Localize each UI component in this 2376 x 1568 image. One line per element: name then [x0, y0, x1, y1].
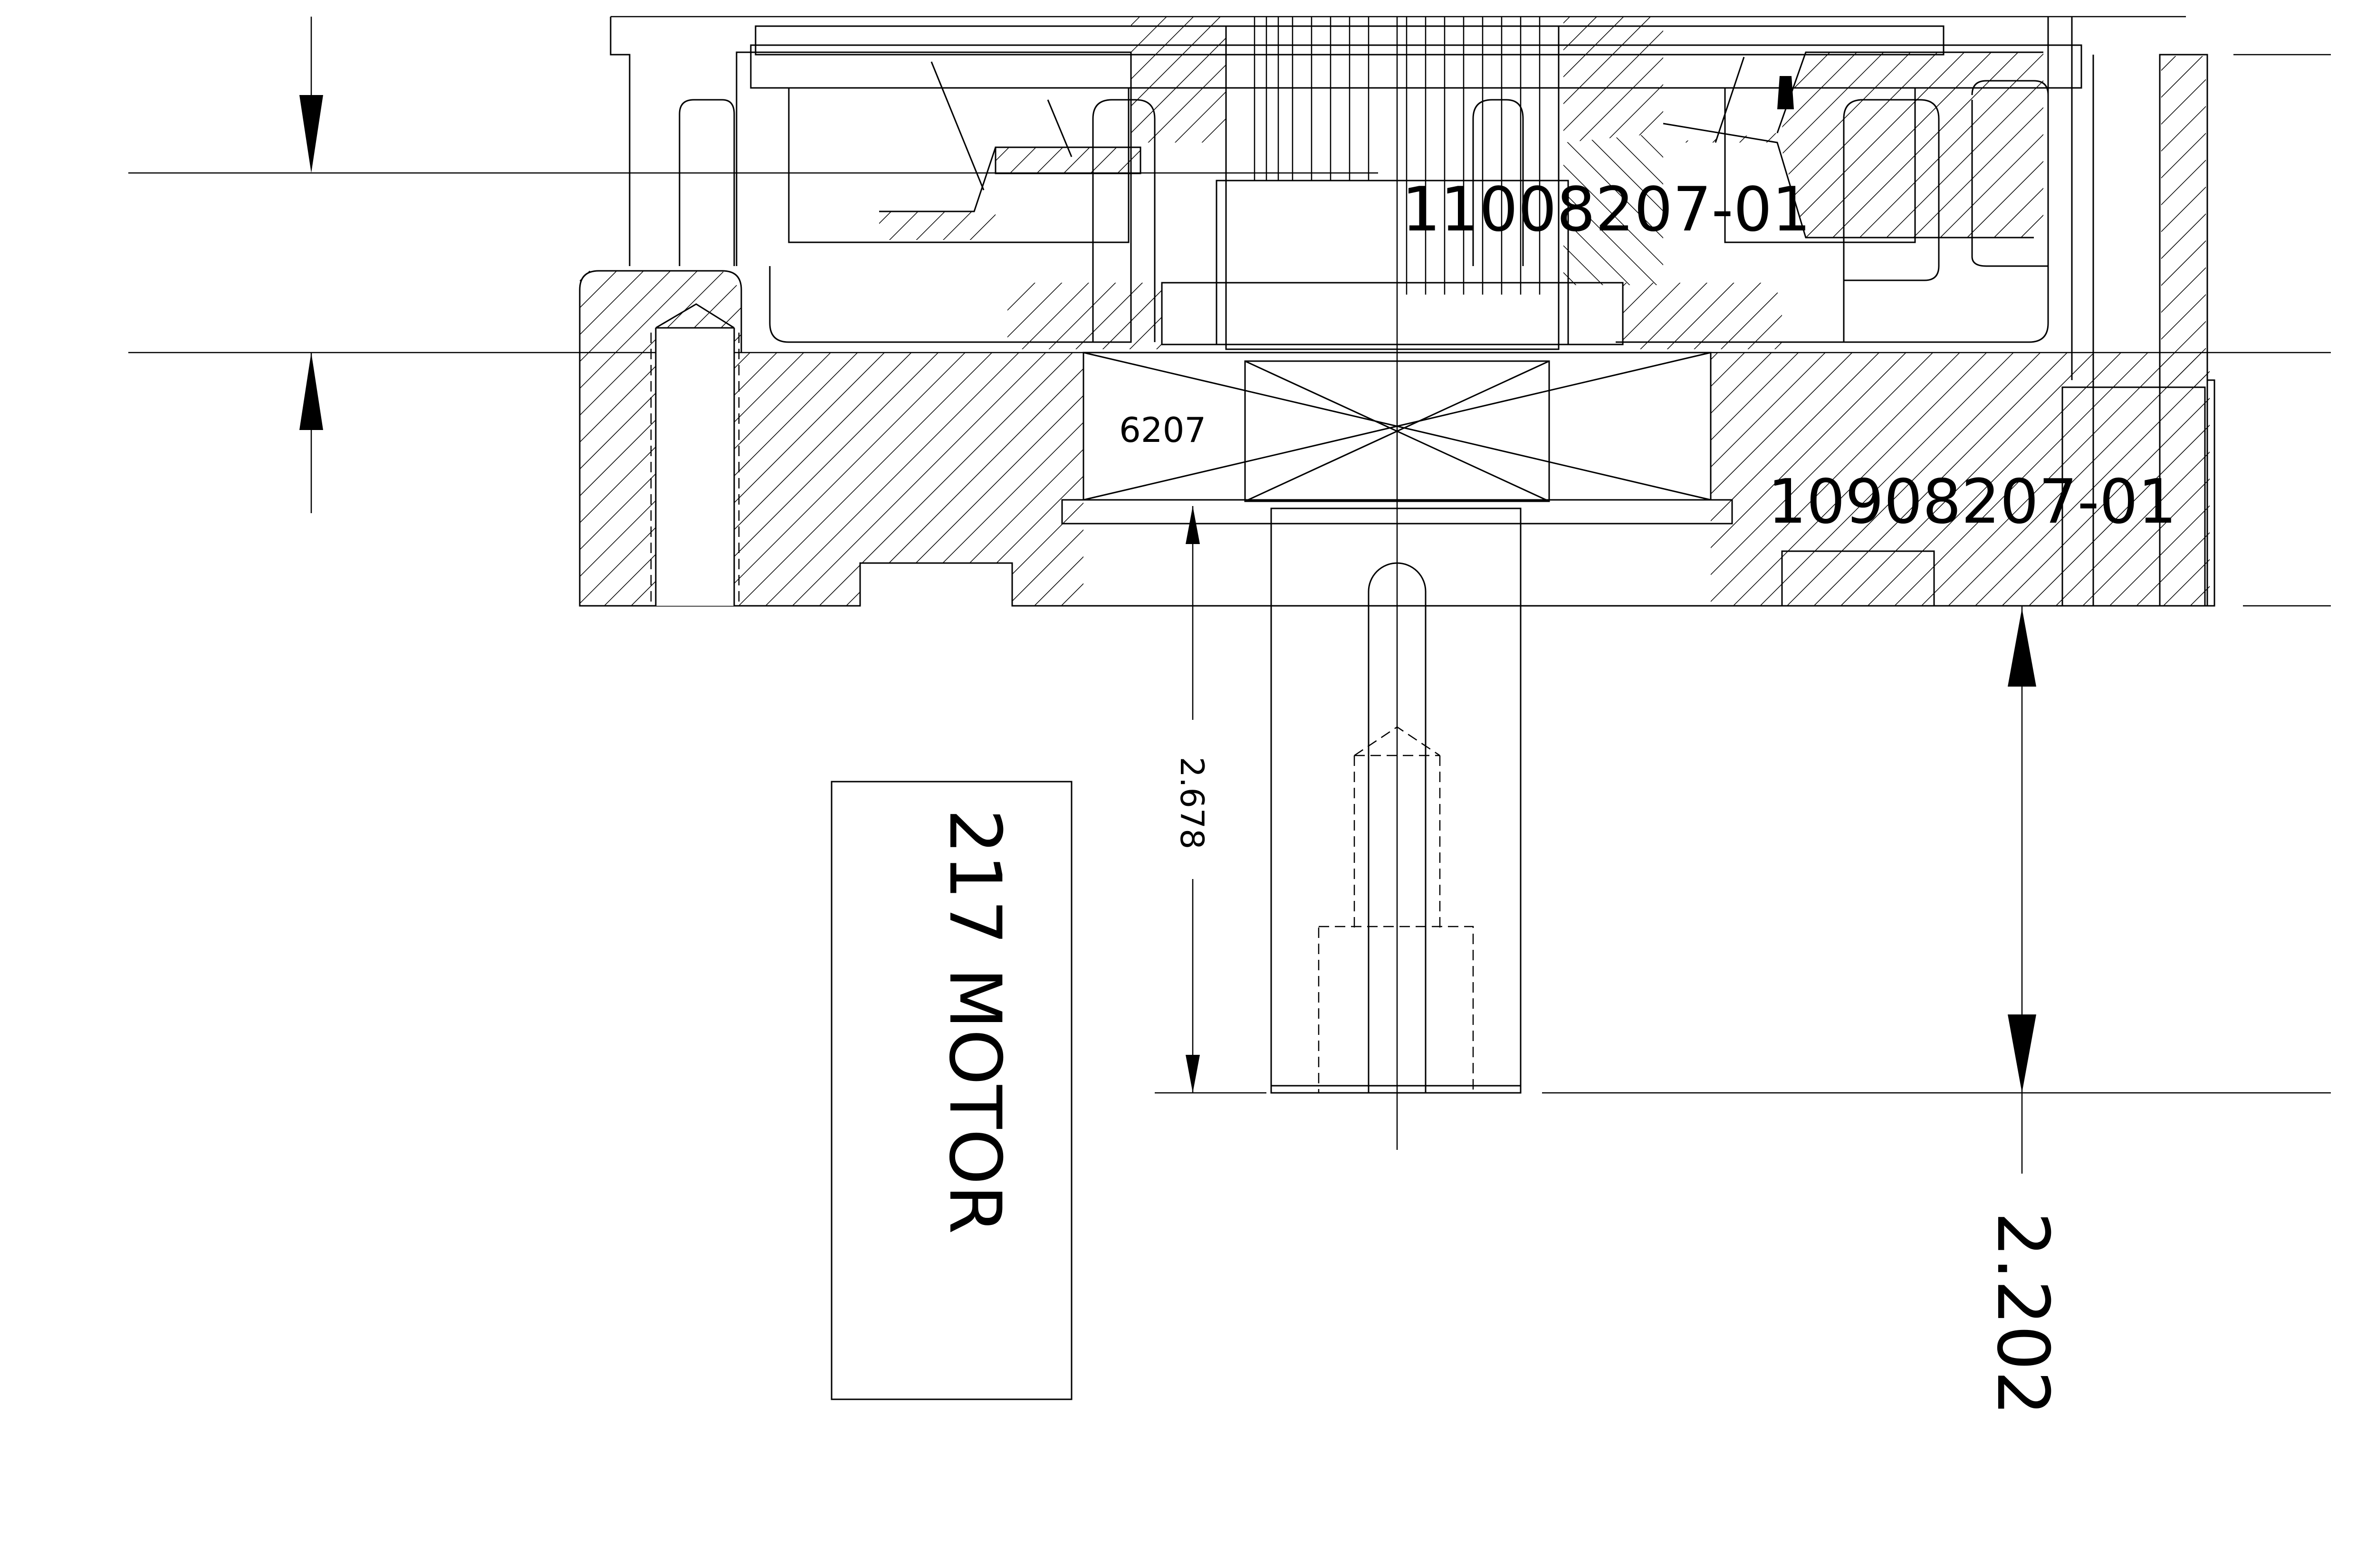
shaft-extension-value: 2.202 [1981, 1212, 2064, 1415]
upper-assembly [610, 16, 2208, 607]
bearing-label: 6207 [1119, 410, 1206, 450]
motor-label: 217 MOTOR [933, 809, 1016, 1234]
motor-label-box: 217 MOTOR [831, 781, 1073, 1400]
spline-lines [1254, 17, 1541, 295]
part-number-housing: 10908207-01 [1768, 467, 2177, 537]
dimension-shaft-length: 2.678 [1173, 506, 1210, 1093]
shaft-length-value: 2.678 [1173, 757, 1210, 850]
left-dimension [299, 17, 323, 513]
dimension-shaft-extension: 2.202 [1981, 606, 2064, 1416]
housing-section [579, 270, 2215, 607]
part-number-upper: 11008207-01 [1402, 174, 1811, 245]
motor-shaft [1270, 17, 1522, 1150]
